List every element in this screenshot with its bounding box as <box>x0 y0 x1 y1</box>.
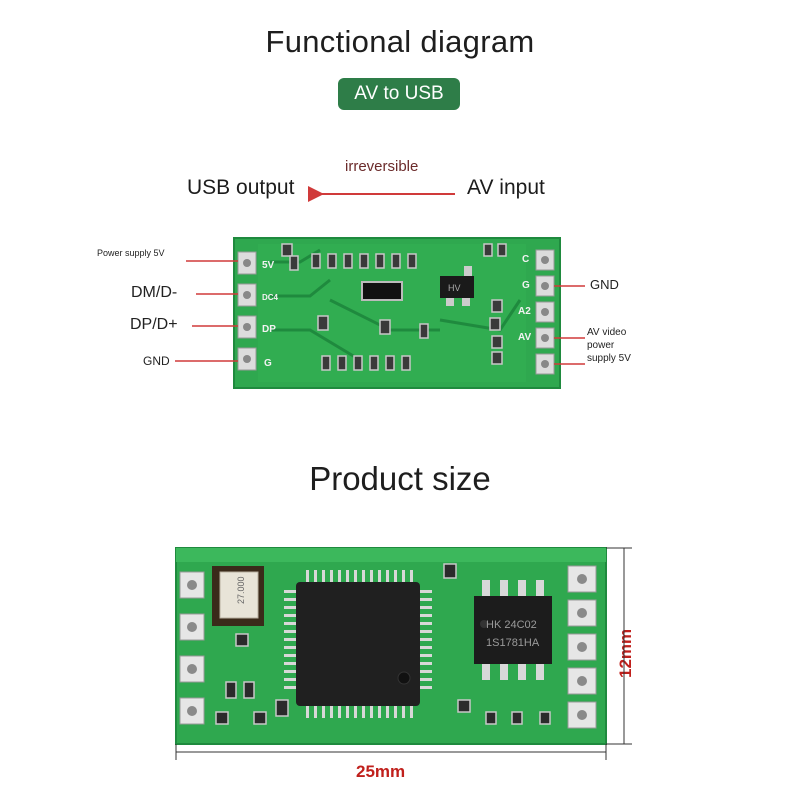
smd-component-row-top <box>281 243 417 271</box>
eeprom-pins <box>482 580 544 680</box>
width-dimension-label: 25mm <box>356 762 406 781</box>
smd-component-column-right <box>483 243 507 365</box>
silk-5v: 5V <box>262 260 275 271</box>
callout-dp: DP/D+ <box>130 316 178 333</box>
callout-dm: DM/D- <box>131 284 178 301</box>
top-pcb-board: 5V DC4 DP G C G A2 AV <box>233 237 561 389</box>
eeprom-chip <box>474 596 552 664</box>
eeprom-marking-1: HK 24C02 <box>486 619 537 631</box>
silk-av: AV <box>518 332 531 343</box>
callout-gnd-left: GND <box>143 354 170 368</box>
av-input-label: AV input <box>467 176 545 199</box>
callout-gnd-right: GND <box>590 277 619 292</box>
diagram-title: Functional diagram <box>265 24 535 59</box>
silk-g-left: G <box>264 358 272 369</box>
callout-av-power-line2: power <box>587 340 615 351</box>
dimension-lines <box>175 547 632 760</box>
right-pin-pads <box>535 249 555 375</box>
callout-power-5v: Power supply 5V <box>97 248 165 258</box>
callout-av-power-line1: AV video <box>587 327 627 338</box>
main-chip-pins <box>284 570 432 718</box>
silk-a2: A2 <box>518 306 531 317</box>
crystal-marking: 27.000 <box>236 576 246 604</box>
bottom-pcb-board: 27.000 <box>175 547 607 745</box>
irreversible-note: irreversible <box>345 158 419 175</box>
callout-av-power-line3: supply 5V <box>587 353 631 364</box>
callout-lines <box>175 260 585 365</box>
chip-marking: HV <box>448 283 461 293</box>
eeprom-marking-2: 1S1781HA <box>486 637 540 649</box>
mode-badge: AV to USB <box>338 78 460 110</box>
silk-dc4: DC4 <box>262 293 279 302</box>
usb-output-label: USB output <box>187 176 295 199</box>
regulator-chip <box>361 281 403 301</box>
transistor-chip <box>440 276 474 298</box>
size-title: Product size <box>309 460 491 497</box>
smd-component-row-bottom <box>317 315 429 371</box>
silk-g-right: G <box>522 280 530 291</box>
small-smd-components <box>215 563 551 725</box>
silk-c: C <box>522 254 529 265</box>
callout-av-power: AV video power supply 5V <box>587 326 631 365</box>
silk-dp: DP <box>262 324 276 335</box>
main-processor-chip <box>296 582 420 706</box>
left-pin-pads <box>237 251 257 371</box>
